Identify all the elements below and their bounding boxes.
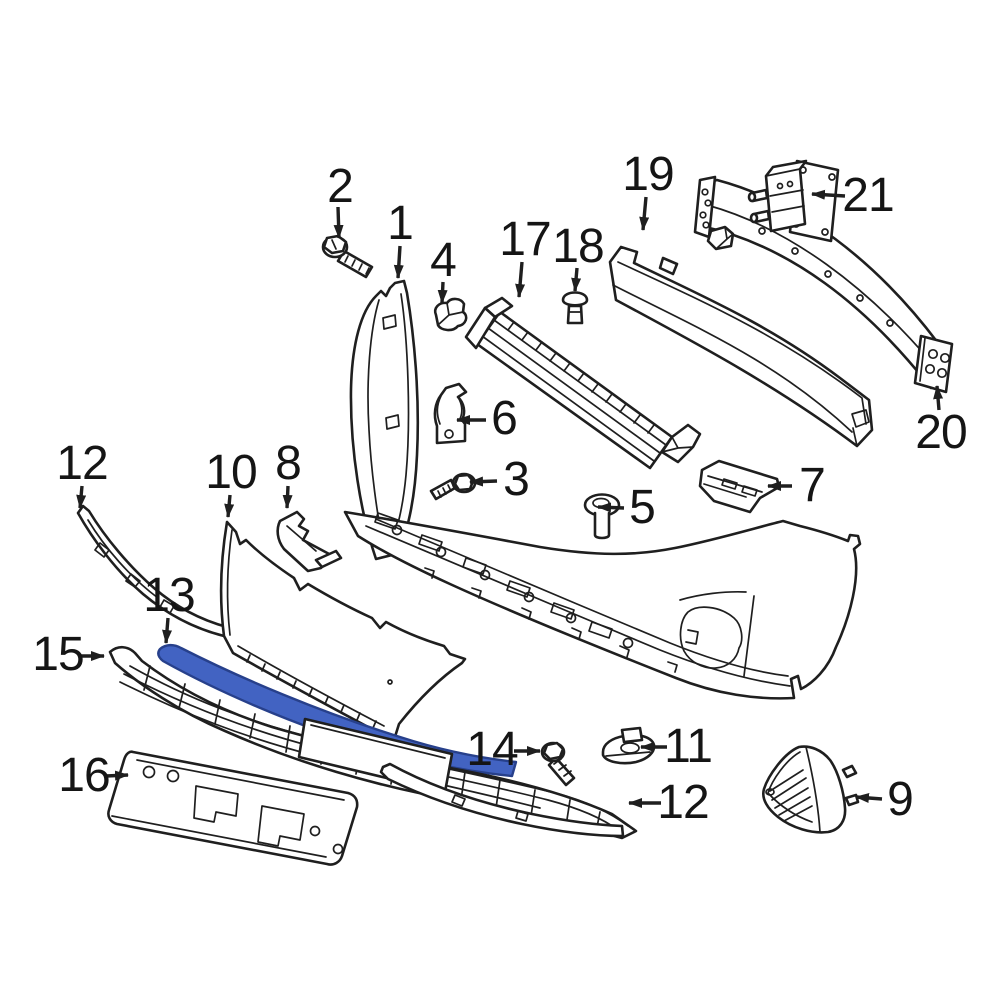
part-20-reinforcement-drawing [693,175,954,394]
part-16-plate-bracket-drawing [107,750,359,866]
part-18-pin-drawing [561,291,589,325]
callout-arrow-17-3 [515,261,526,298]
callout-label-13-15: 13 [143,569,195,622]
callout-label-14-18: 14 [466,723,518,776]
part-15-grille-drawing [108,645,638,840]
callout-arrow-21-6 [811,189,846,200]
callout-arrow-10-13 [224,494,235,518]
callout-label-15-16: 15 [32,628,84,681]
callout-label-8-14: 8 [275,437,302,490]
part-17-slat-panel-drawing [464,296,702,470]
part-12-bottom-strip-drawing [379,762,625,838]
part-6-bracket-drawing [433,382,468,445]
callout-arrow-13-15 [162,617,173,644]
callout-arrow-20-7 [933,385,944,411]
callout-arrow-3-9 [469,476,498,487]
part-10-valance-drawing [219,520,467,742]
part-13-molding-highlighted-drawing [157,643,518,778]
callout-label-16-17: 16 [58,749,110,802]
callout-arrow-9-21 [855,793,883,803]
callout-label-10-13: 10 [205,446,257,499]
callout-arrow-2-0 [333,206,344,239]
callout-label-12-12: 12 [56,437,108,490]
callout-label-6-8: 6 [491,392,518,445]
part-2-bolt-drawing [321,234,374,279]
callout-label-21-6: 21 [842,169,894,222]
callout-arrow-16-17 [105,770,129,781]
callout-arrow-1-1 [393,245,404,279]
part-4-clip-drawing [433,297,468,332]
part-19-absorber-drawing [608,245,874,448]
callout-label-20-7: 20 [915,406,967,459]
part-8-bracket-drawing [276,510,343,573]
callout-arrow-5-10 [597,502,625,513]
callout-label-1-1: 1 [387,197,414,250]
callout-label-2-0: 2 [327,160,354,213]
callout-label-5-10: 5 [629,481,656,534]
callout-label-17-3: 17 [499,213,551,266]
callout-arrow-8-14 [282,485,293,509]
part-9-fog-bezel-drawing [762,745,860,834]
callout-label-18-4: 18 [552,220,604,273]
callout-label-19-5: 19 [622,148,674,201]
bumper-cover-drawing [343,510,862,700]
part-21-bracket-drawing [747,159,840,243]
callout-label-11-19: 11 [664,720,713,773]
callout-arrows [76,189,944,808]
callout-label-9-21: 9 [887,773,914,826]
callout-label-3-9: 3 [503,453,530,506]
callout-arrow-18-4 [571,267,582,292]
part-14-bolt-drawing [540,741,576,787]
part-5-grommet-drawing [583,493,621,540]
callout-label-4-2: 4 [430,234,457,287]
callout-label-12-20: 12 [657,776,709,829]
callout-arrow-4-2 [437,281,448,304]
callout-label-7-11: 7 [799,459,826,512]
part-3-bolt-drawing [429,472,477,501]
part-7-bracket-drawing [698,459,781,514]
callout-arrow-12-12 [76,485,87,509]
callout-arrow-19-5 [639,196,650,231]
